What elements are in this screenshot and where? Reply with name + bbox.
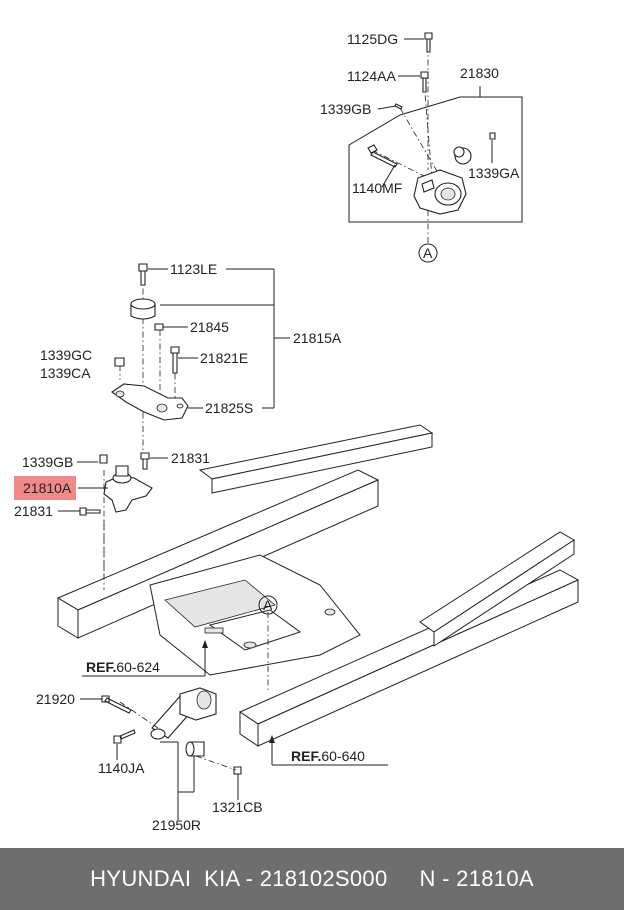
- mount-assembly-21815a: [103, 263, 290, 580]
- exploded-parts-diagram: 1125DG 1124AA 21830 1339GB 1140MF 1339GA…: [14, 31, 580, 833]
- bolt-1123le: [138, 263, 148, 286]
- svg-text:REF.60-640: REF.60-640: [291, 748, 365, 764]
- detail-marker-a-top: A: [418, 243, 438, 263]
- nut-1339gc: [114, 357, 125, 367]
- bolt-1140mf: [367, 144, 398, 168]
- torque-rod-21950r: [80, 687, 242, 820]
- nut-1339gb-mid: [99, 454, 108, 464]
- detail-box-21830: [348, 32, 523, 243]
- bolt-21831-right: [140, 452, 150, 470]
- mount-21810a: [58, 452, 168, 516]
- nut-1339ga: [489, 132, 496, 140]
- ref-60-640: REF.60-640: [269, 735, 388, 766]
- callout-21815a: 21815A: [293, 330, 342, 346]
- ref1-number: 60-624: [116, 659, 160, 675]
- footer-bar: HYUNDAI KIA - 218102S000 N - 21810A: [0, 848, 624, 910]
- callout-21831-right: 21831: [171, 450, 210, 466]
- callout-1339gb-top: 1339GB: [320, 101, 371, 117]
- callout-1140ja: 1140JA: [98, 760, 145, 776]
- callout-1321cb: 1321CB: [212, 799, 263, 815]
- callout-21831-left: 21831: [14, 503, 53, 519]
- ref2-prefix: REF.: [291, 748, 321, 764]
- nut-1339gb-top: [394, 103, 403, 110]
- callout-1339ga: 1339GA: [468, 165, 520, 181]
- marker-a-label-lower: A: [263, 597, 273, 613]
- callout-1124aa: 1124AA: [347, 68, 396, 84]
- highlight-21810a: [14, 476, 76, 500]
- footer-part-number: HYUNDAI KIA - 218102S000 N - 21810A: [90, 866, 534, 891]
- callout-1339gc: 1339GC: [40, 347, 92, 363]
- ref1-prefix: REF.: [86, 659, 116, 675]
- callout-21845: 21845: [190, 319, 229, 335]
- ref2-number: 60-640: [321, 748, 365, 764]
- bracket-21825s: [111, 383, 189, 421]
- bolt-21920: [101, 695, 132, 714]
- callout-21830: 21830: [460, 65, 499, 81]
- callout-1140mf: 1140MF: [352, 180, 402, 196]
- callout-21950r: 21950R: [152, 817, 201, 833]
- bolt-21821e: [170, 346, 180, 374]
- ref-60-624: REF.60-624: [82, 640, 208, 677]
- callout-21920: 21920: [36, 691, 75, 707]
- nut-1321cb: [233, 766, 242, 775]
- bolt-1140ja: [113, 729, 136, 744]
- bolt-21831-left: [79, 507, 101, 516]
- svg-text:REF.60-624: REF.60-624: [86, 659, 160, 675]
- callout-21810a: 21810A: [23, 480, 72, 496]
- callout-1123le: 1123LE: [170, 261, 217, 277]
- bolt-1125dg: [424, 32, 433, 53]
- callout-1125dg: 1125DG: [347, 31, 398, 47]
- marker-a-label-top: A: [423, 245, 433, 261]
- callout-1339ca: 1339CA: [40, 365, 91, 381]
- callout-21825s: 21825S: [205, 400, 253, 416]
- callout-21821e: 21821E: [200, 350, 248, 366]
- subframe: [56, 424, 580, 747]
- nut-21845: [154, 323, 164, 331]
- detail-marker-a-lower: A: [258, 595, 278, 615]
- callout-1339gb-mid: 1339GB: [22, 454, 73, 470]
- bolt-1124aa: [420, 71, 429, 93]
